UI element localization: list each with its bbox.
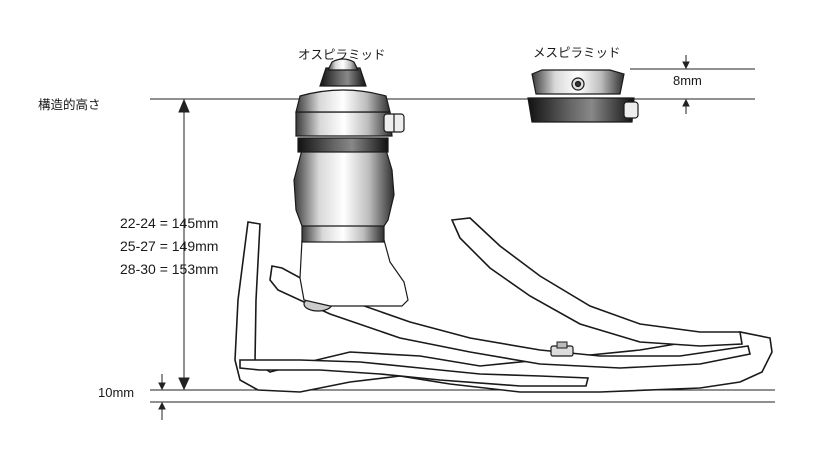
- size-row-2: 25-27 = 149mm: [120, 238, 219, 254]
- 8mm-dimension-arrows: [682, 55, 690, 114]
- male-pyramid-adapter: [293, 58, 409, 307]
- foot-shell-top: [450, 217, 743, 347]
- carbon-keel: [269, 265, 751, 369]
- female-pyramid-adapter: [527, 69, 639, 123]
- 10mm-dimension-arrows: [158, 374, 166, 420]
- female-height-label: 8mm: [673, 73, 702, 88]
- male-pyramid-label: オスピラミッド: [298, 47, 386, 62]
- size-row-3: 28-30 = 153mm: [120, 261, 219, 277]
- build-height-label: 構造的高さ: [38, 97, 101, 112]
- heel-plate: [239, 359, 590, 387]
- size-row-1: 22-24 = 145mm: [120, 215, 219, 231]
- sole-height-label: 10mm: [98, 385, 135, 400]
- build-height-arrow: [178, 98, 190, 391]
- keel-bolt: [550, 341, 574, 357]
- female-pyramid-label: メスピラミッド: [533, 45, 621, 60]
